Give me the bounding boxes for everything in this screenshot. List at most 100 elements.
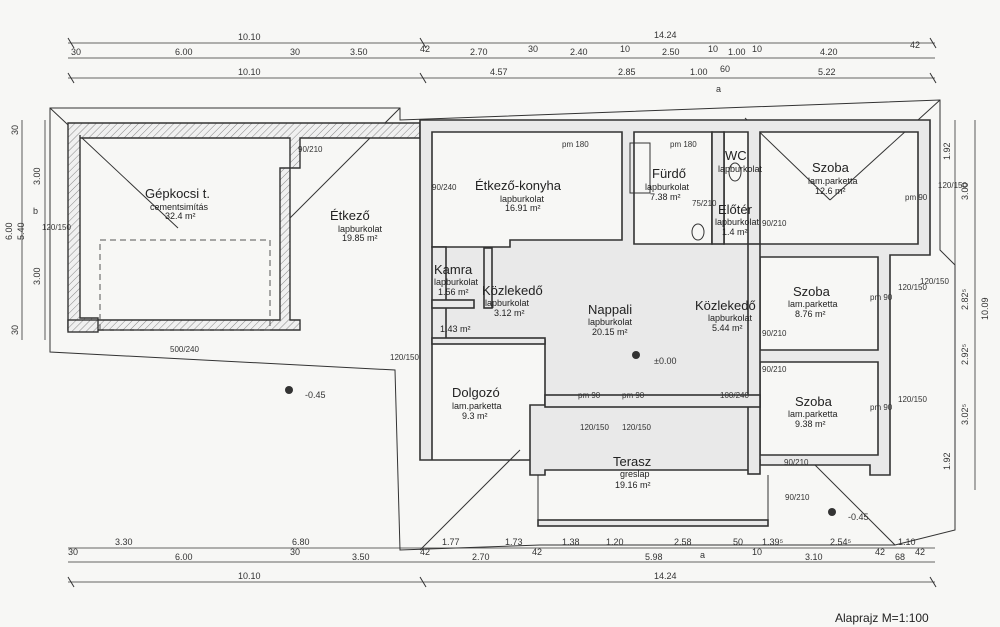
room-area-dining: 19.85 m² xyxy=(342,233,378,243)
room-finish-dining: lapburkolat xyxy=(338,224,383,234)
opening-20: pm 90 xyxy=(870,293,893,302)
room-name-bedroom-1: Szoba xyxy=(812,160,850,175)
dim-top-2-12: 10 xyxy=(752,44,762,54)
dim-bot-1-2: 1.77 xyxy=(442,537,460,547)
dim-top-2-4: 42 xyxy=(420,44,430,54)
dim-bot-3-1: 14.24 xyxy=(654,571,677,581)
dim-top-2-6: 30 xyxy=(528,44,538,54)
room-finish-wc: lapburkolat xyxy=(718,164,763,174)
dim-right-4: 2.92⁵ xyxy=(960,343,970,365)
dim-top-3-3: 1.00 xyxy=(690,67,708,77)
dim-bot-2-4: 42 xyxy=(420,547,430,557)
dim-left-1: 5.40 xyxy=(16,222,26,240)
level-marker-icon xyxy=(285,386,293,394)
room-finish-kitchen: lapburkolat xyxy=(500,194,545,204)
room-name-kitchen: Étkező-konyha xyxy=(475,178,562,193)
dim-bot-1-8: 1.39⁵ xyxy=(762,537,784,547)
dim-top-2-3: 3.50 xyxy=(350,47,368,57)
dim-top-3-5: 5.22 xyxy=(818,67,836,77)
dimension-ticks xyxy=(67,37,937,588)
opening-16: 90/210 xyxy=(785,493,810,502)
opening-22: pm 90 xyxy=(870,403,893,412)
opening-11: 100/240 xyxy=(720,391,749,400)
dim-bot-2-9: 3.10 xyxy=(805,552,823,562)
dim-bot-1-5: 1.20 xyxy=(606,537,624,547)
room-area-corridor-1: 3.12 m² xyxy=(494,308,525,318)
dim-bot-2-1: 6.00 xyxy=(175,552,193,562)
room-name-wc: WC xyxy=(725,148,747,163)
opening-4: pm 180 xyxy=(670,140,697,149)
room-area-bedroom-2: 8.76 m² xyxy=(795,309,826,319)
room-finish-study: lam.parketta xyxy=(452,401,502,411)
opening-10: 90/210 xyxy=(762,365,787,374)
dim-bot-1-10: 1.10 xyxy=(898,537,916,547)
opening-3: pm 180 xyxy=(562,140,589,149)
room-area-kitchen: 16.91 m² xyxy=(505,203,541,213)
dim-left-5: 30 xyxy=(10,325,20,335)
dim-top-2-2: 30 xyxy=(290,47,300,57)
section-marker-a-bottom: a xyxy=(700,550,705,560)
dim-top-2-9: 2.50 xyxy=(662,47,680,57)
bathtub-icon xyxy=(629,142,651,194)
room-finish-bedroom-3: lam.parketta xyxy=(788,409,838,419)
drawing-title: Alaprajz M=1:100 xyxy=(835,611,929,625)
dim-top-2-13: 4.20 xyxy=(820,47,838,57)
opening-15: 120/150 xyxy=(622,423,651,432)
right-dimensions: 1.92 3.00 10.09 2.82⁵ 2.92⁵ 3.02⁵ 1.92 xyxy=(942,142,990,470)
dim-bot-2-7: 5.98 xyxy=(645,552,663,562)
dim-bot-1-1: 6.80 xyxy=(292,537,310,547)
dim-bot-3-0: 10.10 xyxy=(238,571,261,581)
opening-23: 120/150 xyxy=(920,277,949,286)
toilet-icon xyxy=(728,162,742,182)
dim-left-3: 3.00 xyxy=(32,267,42,285)
left-dimensions: 6.00 5.40 3.00 3.00 30 30 xyxy=(4,125,42,335)
dim-top-2-7: 2.40 xyxy=(570,47,588,57)
dim-bot-2-2: 30 xyxy=(290,547,300,557)
opening-24: 90/210 xyxy=(784,458,809,467)
room-area-bedroom-3: 9.38 m² xyxy=(795,419,826,429)
room-finish-hall: lapburkolat xyxy=(715,217,760,227)
dim-bot-2-3: 3.50 xyxy=(352,552,370,562)
opening-19: 120/150 xyxy=(898,283,927,292)
dim-top-total: 14.24 xyxy=(654,30,677,40)
dim-bot-2-5: 2.70 xyxy=(472,552,490,562)
room-area-study: 9.3 m² xyxy=(462,411,488,421)
level-text-living: ±0.00 xyxy=(654,356,676,366)
top-dimensions: 10.10 14.24 30 6.00 30 3.50 42 2.70 30 2… xyxy=(71,30,920,77)
dim-top-2-1: 6.00 xyxy=(175,47,193,57)
opening-6: 120/150 xyxy=(938,181,967,190)
car-outline xyxy=(99,239,271,331)
room-name-bedroom-2: Szoba xyxy=(793,284,831,299)
room-name-garage: Gépkocsi t. xyxy=(145,186,210,201)
dim-bot-1-3: 1.73 xyxy=(505,537,523,547)
dim-left-2: 3.00 xyxy=(32,167,42,185)
dim-left-0: 6.00 xyxy=(4,222,14,240)
opening-18: 120/150 xyxy=(390,353,419,362)
room-finish-terrace: greslap xyxy=(620,469,650,479)
dim-right-3: 2.82⁵ xyxy=(960,288,970,310)
dim-bot-2-6: 42 xyxy=(532,547,542,557)
room-name-corridor-1: Közlekedő xyxy=(482,283,543,298)
room-name-pantry: Kamra xyxy=(434,262,473,277)
room-name-terrace: Terasz xyxy=(613,454,651,469)
room-finish-bath: lapburkolat xyxy=(645,182,690,192)
room-area-garage: 32.4 m² xyxy=(165,211,196,221)
dim-bot-1-9: 2.54⁵ xyxy=(830,537,852,547)
dim-top-2-10: 10 xyxy=(708,44,718,54)
dim-top-3-2: 2.85 xyxy=(618,67,636,77)
opening-2: 120/150 xyxy=(42,223,71,232)
opening-5: pm 90 xyxy=(905,193,928,202)
bottom-dimensions: 3.30 6.80 1.77 1.73 1.38 1.20 2.58 50 1.… xyxy=(68,537,925,581)
opening-0: 90/210 xyxy=(298,145,323,154)
dim-right-1: 3.00 xyxy=(960,182,970,200)
dim-bot-2-12: 42 xyxy=(915,547,925,557)
terrace-edge xyxy=(537,519,769,527)
room-finish-garage: cementsimítás xyxy=(150,202,209,212)
dim-right-6: 1.92 xyxy=(942,452,952,470)
dim-bot-1-0: 3.30 xyxy=(115,537,133,547)
room-finish-bedroom-2: lam.parketta xyxy=(788,299,838,309)
level-marker-icon-3 xyxy=(828,508,836,516)
dim-bot-2-11: 68 xyxy=(895,552,905,562)
dim-top-2-0: 30 xyxy=(71,47,81,57)
opening-8: 75/210 xyxy=(692,199,717,208)
